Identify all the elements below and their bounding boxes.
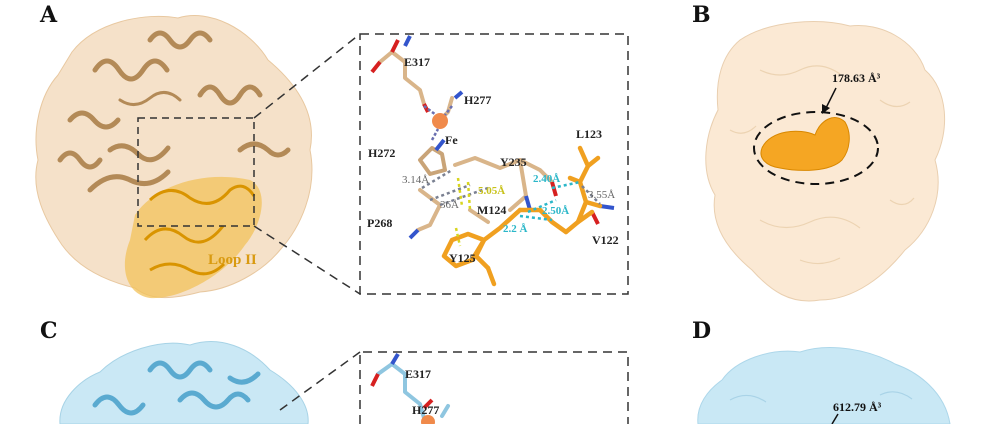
label-h277: H277 [464,93,491,107]
surface-texture-d [729,391,913,403]
panel-a-protein: Loop II [35,15,361,299]
fe-coordination-bonds [423,105,453,141]
panel-label-d: D [692,318,712,344]
loop-ribbons-a [143,184,256,276]
surface-texture-b [729,65,915,265]
gold-residue-sticks [441,145,603,287]
dist-250: 2.50Å [542,205,569,217]
volume-label-d: 612.79 Å³ [833,400,882,414]
c-oxygen-1 [370,373,380,387]
panel-a-zoom: E317 H277 Fe H272 Y235 L123 P268 M124 Y1… [359,33,629,295]
zoom-frame-a [359,33,629,295]
label-m124: M124 [477,203,506,217]
zoom-line-a-top [253,33,361,119]
pocket-arrow-b [825,87,837,109]
label-y125: Y125 [449,251,476,265]
panel-c-protein [59,341,361,424]
protein-surface-d [697,347,951,424]
dist-314: 3.14Å [402,174,429,186]
loop-label: Loop II [208,252,257,268]
label-h277-c: H277 [412,403,439,417]
protein-ribbons-a [57,30,291,193]
c-nitrogen-1 [390,352,400,366]
panel-b-pocket: 178.63 Å³ [705,21,946,302]
label-h272: H272 [368,146,395,160]
fe-ion [432,113,448,129]
pocket-arrow-d [831,413,839,424]
protein-surface-c [59,341,309,424]
dist-2x: 2.2 Å [503,223,528,235]
label-l123: L123 [576,127,602,141]
panel-label-c: C [40,318,58,344]
dist-240: 2.40Å [533,173,560,185]
blue-residue-sticks [376,362,450,420]
loop-surface-a [124,176,262,299]
panel-label-b: B [692,2,711,28]
pocket-arrow-head-b [822,104,830,114]
zoom-box-a [137,117,255,227]
label-e317: E317 [404,55,430,69]
panel-c-zoom: E317 H277 [359,351,629,424]
label-v122: V122 [592,233,619,247]
cyan-distance-bonds [519,180,581,222]
volume-label-b: 178.63 Å³ [832,71,881,85]
grey-bond-355 [581,185,601,205]
label-y235: Y235 [500,155,527,169]
dist-36: 36Å [440,199,459,211]
dist-505: 5.05Å [478,185,505,197]
panel-d-pocket: 612.79 Å³ [697,347,951,424]
protein-ribbons-c [92,360,261,416]
grey-distance-bonds [421,168,489,207]
label-e317-c: E317 [405,367,431,381]
zoom-line-c-top [279,351,361,411]
fe-ion-c [421,415,435,424]
dist-355: 3.55Å [588,189,615,201]
zoom-line-a-bottom [253,225,361,295]
panel-label-a: A [40,2,58,28]
tan-residue-sticks [378,50,554,232]
label-p268: P268 [367,216,392,230]
yellow-distance-bonds [454,177,472,247]
label-fe: Fe [445,133,458,147]
pocket-volume-b [760,117,850,171]
pocket-outline-b [753,111,879,185]
zoom-frame-c [359,351,629,424]
c-oxygen-2 [422,398,434,410]
